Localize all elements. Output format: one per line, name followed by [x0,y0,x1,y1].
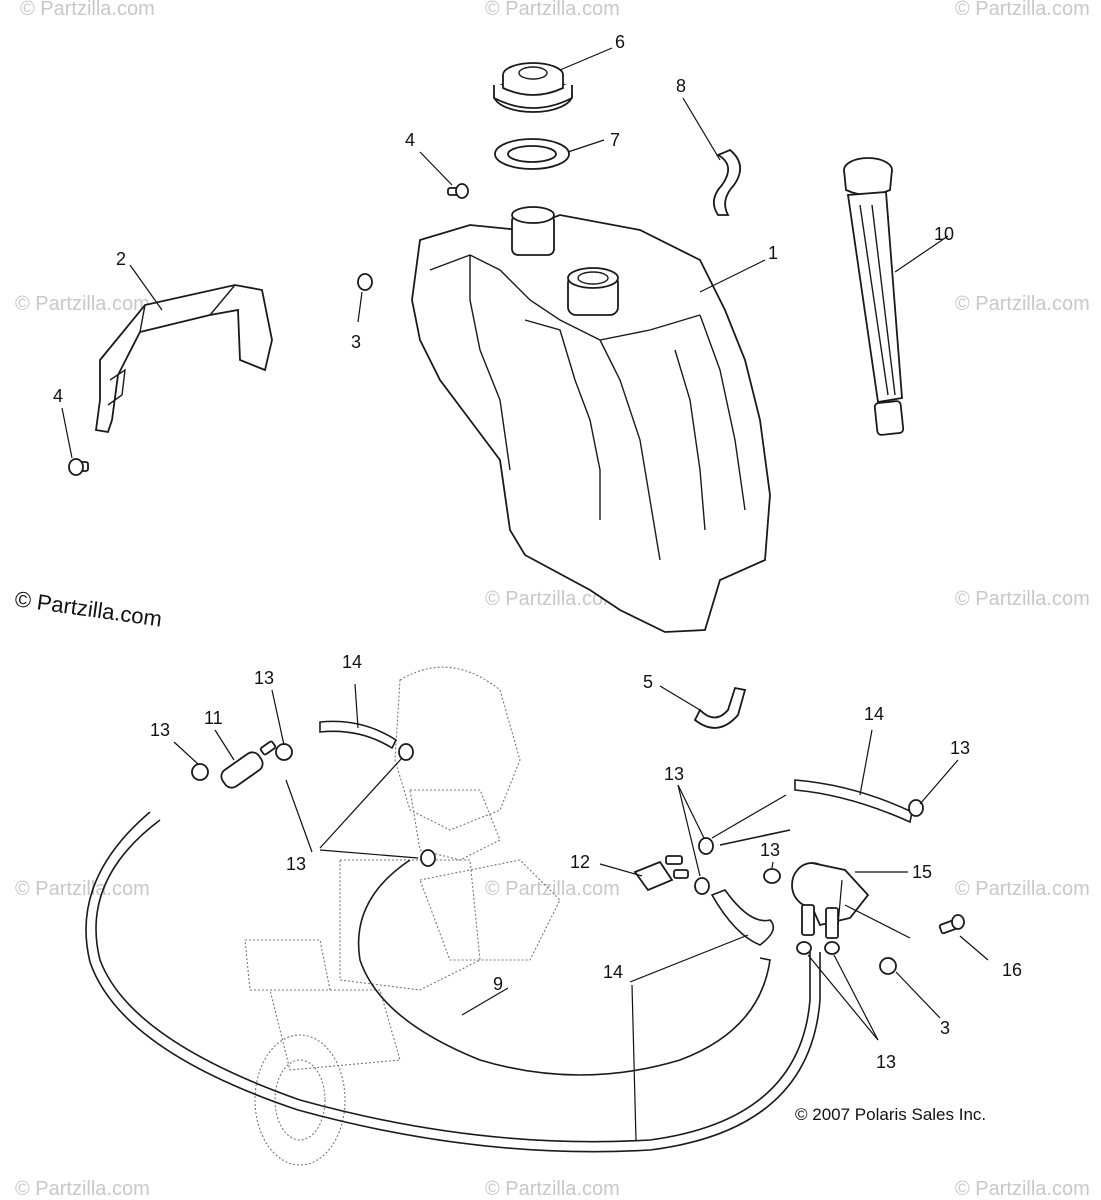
watermark: © Partzilla.com [955,293,1090,315]
watermark: © Partzilla.com [485,0,620,20]
callout-15: 15 [912,862,932,882]
callout-14: 14 [342,652,362,672]
callout-6: 6 [615,32,625,52]
fuel-hose-pump [710,889,775,946]
callout-13: 13 [150,720,170,740]
watermark: © Partzilla.com [485,588,620,610]
leader-lines [61,47,989,1141]
nut-lower [879,957,897,975]
fuel-pump [791,862,870,939]
watermark: © Partzilla.com [485,878,620,900]
fuel-level-sender [843,157,905,436]
engine-ghost [244,666,561,1166]
fuel-hose-right [794,779,913,824]
cap-seal [494,138,570,170]
vent-hose [712,148,741,216]
callout-11: 11 [204,708,223,728]
nut-upper [357,273,373,291]
callout-1: 1 [768,243,778,263]
callout-16: 16 [1002,960,1022,980]
callout-labels: 1 2 3 3 4 4 5 6 7 8 9 10 11 12 13 13 13 … [53,32,1022,1072]
callout-13: 13 [760,840,780,860]
callout-14: 14 [603,962,623,982]
watermark: © Partzilla.com [15,293,150,315]
tank-bracket [94,284,273,434]
callout-13: 13 [876,1052,896,1072]
callout-13: 13 [664,764,684,784]
tee-fitting [633,855,689,892]
watermark: © Partzilla.com [15,1178,150,1200]
watermark: © Partzilla.com [955,0,1090,20]
pump-bolt [938,914,965,935]
watermark: © Partzilla.com [955,878,1090,900]
watermark: © Partzilla.com [485,1178,620,1200]
callout-13: 13 [254,668,274,688]
watermark: © Partzilla.com [955,588,1090,610]
partzilla-watermark: © Partzilla.com [13,586,163,631]
callout-7: 7 [610,130,620,150]
callout-4: 4 [53,386,63,406]
callout-13: 13 [286,854,306,874]
callout-13: 13 [950,738,970,758]
callout-3: 3 [940,1018,950,1038]
callout-3: 3 [351,332,361,352]
copyright-notice: © 2007 Polaris Sales Inc. [795,1105,986,1124]
watermark: © Partzilla.com [20,0,155,20]
watermark: © Partzilla.com [15,878,150,900]
fuel-cap [493,62,573,113]
fuel-hose-left [319,720,398,750]
bolt-lower [68,458,89,476]
callout-8: 8 [676,76,686,96]
callout-4: 4 [405,130,415,150]
callout-9: 9 [493,974,503,994]
watermark-group: © Partzilla.com © Partzilla.com © Partzi… [15,0,1090,1200]
callout-14: 14 [864,704,884,724]
callout-2: 2 [116,249,126,269]
watermark: © Partzilla.com [955,1178,1090,1200]
fuel-filter [220,740,277,789]
hose-clip [693,686,747,729]
fuel-tank [411,206,771,633]
fuel-hose-long [95,819,811,1143]
bolt-upper [447,183,469,199]
callout-12: 12 [570,852,590,872]
callout-5: 5 [643,672,653,692]
callout-10: 10 [934,224,954,244]
hose-clamps [191,743,924,955]
